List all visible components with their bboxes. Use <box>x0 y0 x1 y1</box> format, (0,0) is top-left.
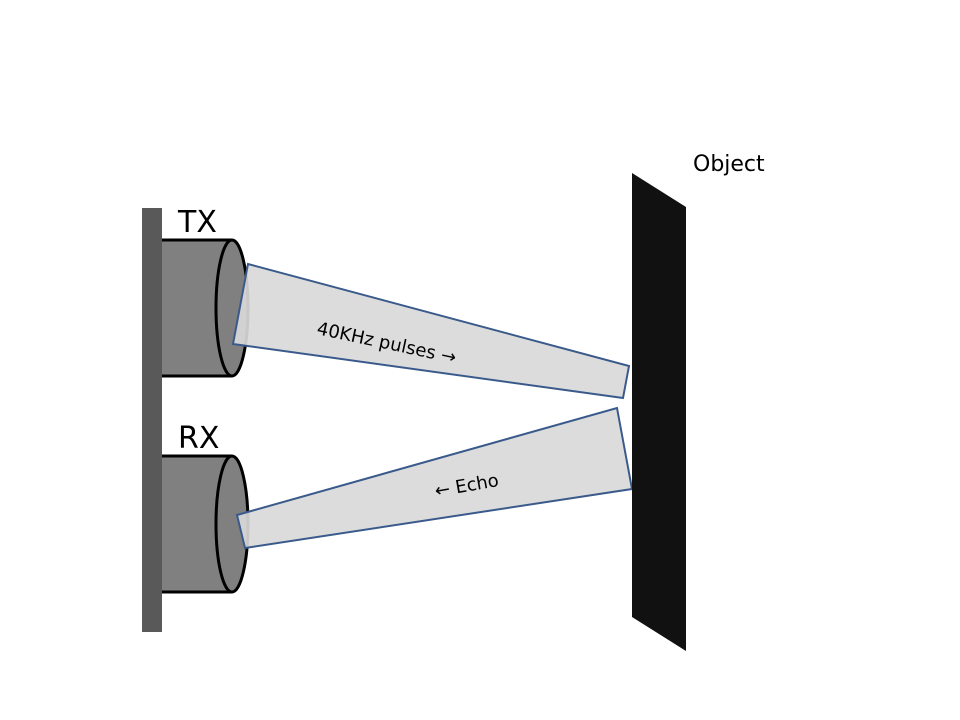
rx-transducer <box>162 454 250 594</box>
tx-transducer <box>162 238 250 378</box>
tx-label: TX <box>177 205 217 240</box>
rx-beam <box>235 406 634 550</box>
tx-beam <box>231 262 631 400</box>
object-reflector <box>632 173 686 651</box>
object-label: Object <box>693 152 765 177</box>
mount-plate <box>142 208 162 632</box>
rx-label: RX <box>178 421 219 456</box>
